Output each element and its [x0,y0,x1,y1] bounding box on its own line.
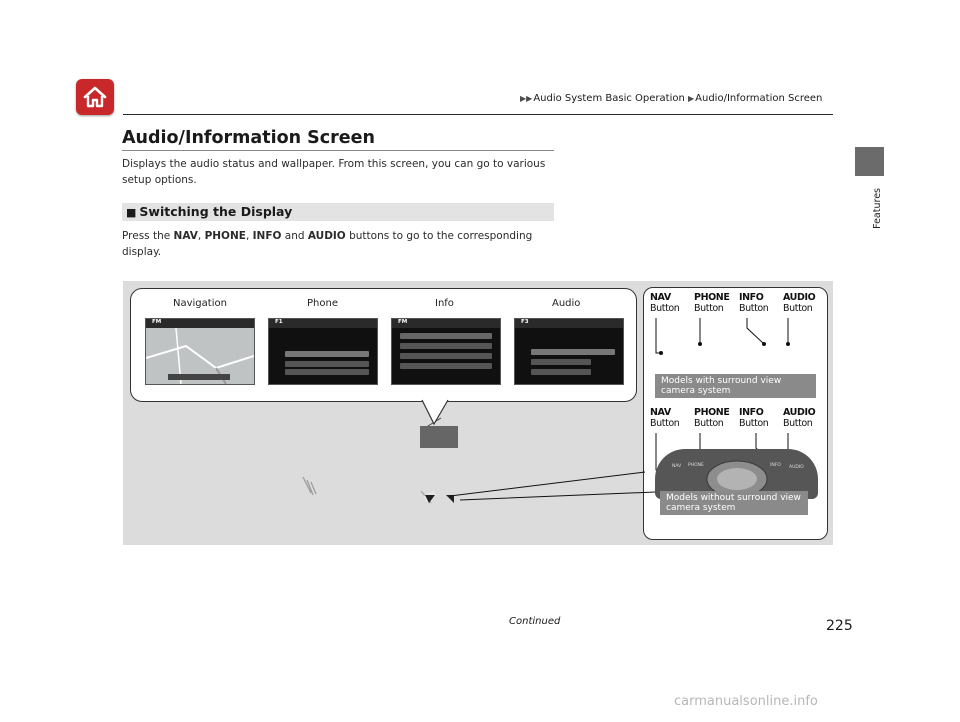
center-console: NAV PHONE INFO AUDIO [655,449,818,499]
continued-label: Continued [509,616,561,627]
intro-paragraph: Displays the audio status and wallpaper.… [122,158,546,186]
side-tab-marker[interactable] [855,147,884,176]
home-button[interactable] [76,79,114,115]
title-divider [122,150,554,151]
phone-keyword: PHONE [204,230,246,242]
breadcrumb-link-basic-operation[interactable]: Audio System Basic Operation [533,93,685,104]
screen-tag: FM [152,319,162,325]
console-dial [706,460,768,498]
section-title: Switching the Display [139,204,293,219]
display-unit [420,426,458,448]
page-number: 225 [826,618,853,634]
breadcrumb-arrow-icon: ▶ [688,94,695,103]
info-keyword: INFO [252,230,282,242]
dashboard-outline [302,417,454,504]
map-view [146,327,254,384]
section-marker-icon: ■ [126,206,137,219]
side-tab-label: Features [872,188,883,229]
screen-tag: FM [398,319,408,325]
pointer-lines [449,471,656,501]
breadcrumb-arrow-icon: ▶▶ [520,94,533,103]
screen-label-audio: Audio [552,298,581,309]
note-no-surround-view: Models without surround view camera syst… [660,491,808,515]
audio-keyword: AUDIO [307,230,346,242]
screen-label-navigation: Navigation [173,298,227,309]
info-screen: FM [391,318,501,385]
console-nav-button[interactable]: NAV [672,464,682,469]
console-audio-button[interactable]: AUDIO [789,465,804,470]
screen-tag: F3 [521,319,529,325]
screen-label-phone: Phone [307,298,338,309]
page-title: Audio/Information Screen [122,128,375,148]
header-divider [123,114,833,115]
nav-keyword: NAV [173,230,198,242]
audio-screen: F3 [514,318,624,385]
console-phone-button[interactable]: PHONE [688,463,704,468]
home-icon [83,86,107,108]
breadcrumb: ▶▶Audio System Basic Operation ▶Audio/In… [520,93,822,104]
watermark: carmanualsonline.info [674,694,818,709]
callout-pointer [421,398,449,426]
phone-screen: F1 [268,318,378,385]
section-header: ■Switching the Display [122,203,554,221]
screen-tag: F1 [275,319,283,325]
instructions-paragraph: Press the NAV, PHONE, INFO and AUDIO but… [122,230,533,258]
breadcrumb-current: Audio/Information Screen [695,93,823,104]
map-roads [146,327,254,384]
screen-label-info: Info [435,298,454,309]
note-surround-view: Models with surround view camera system [655,374,816,398]
navigation-screen: FM [145,318,255,385]
console-info-button[interactable]: INFO [770,463,781,468]
